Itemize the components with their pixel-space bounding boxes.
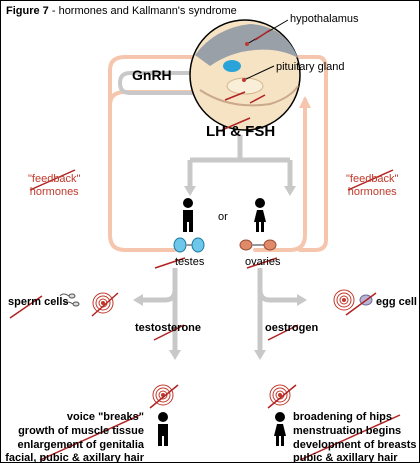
cross-egg [345,292,377,316]
cross-feedback-right [347,169,394,191]
lower-flows [140,268,300,352]
ovaries-graphic [239,239,277,251]
male-effect-item: facial, pubic & axillary hair [5,452,144,463]
target-female-effects [269,384,291,406]
cross-male-target [149,384,179,409]
caption-title: - hormones and Kallmann's syndrome [48,5,237,17]
feedback-path-right-outer [288,55,328,252]
cross-female-target [267,384,297,409]
pituitary-shape [223,60,241,72]
female-effects-list: broadening of hips menstruation begins d… [293,411,416,463]
feedback-right-line-2: hormones [347,185,397,198]
feedback-left-line-1: "feedback" [28,173,81,185]
label-crosses [9,169,401,461]
cross-testes [154,257,186,269]
cross-testosterone [153,324,185,341]
egg-cell-label: egg cell [376,296,417,308]
pituitary-dot [242,78,246,82]
testes-graphic [173,237,205,253]
cross-sperm-target [91,292,119,317]
feedback-arrowhead-right [299,96,311,108]
male-effects-list: voice "breaks" growth of muscle tissue e… [5,411,144,463]
arrowhead-sperm [133,294,143,306]
feedback-label-right: "feedback" hormones [346,173,398,198]
gnrh-label: GnRH [132,67,172,83]
female-effect-item: menstruation begins [293,424,402,437]
female-effect-item: pubic & axillary hair [293,452,398,463]
male-effect-item: enlargement of genitalia [17,438,144,451]
arrowhead-testes [184,186,196,196]
lh-fsh-cross [221,117,251,131]
gnrh-loop [117,71,212,95]
caption-figure-number: Figure 7 [6,5,49,17]
female-effect-item: development of breasts [293,438,417,451]
cross-oestrogen [267,324,299,341]
sperm-cells-graphic [59,293,80,307]
sperm-cells-label: sperm cells [8,296,69,308]
arrowhead-ovaries [284,186,296,196]
lh-fsh-label: LH & FSH [206,123,276,140]
male-effect-item: growth of muscle tissue [18,424,144,437]
cross-female-effects [299,414,401,461]
brain-fold [199,85,299,107]
gnrh-feedback-loop [108,55,202,107]
lh-fsh-flow [187,135,293,188]
hypothalamus-shape [226,77,264,95]
pituitary-pointer [243,65,275,81]
figure-caption: Figure 7 - hormones and Kallmann's syndr… [6,5,237,17]
male-effect-item: voice "breaks" [66,411,144,423]
hypothalamus-label: hypothalamus [290,13,359,25]
feedback-right-line-1: "feedback" [346,173,399,185]
cross-feedback-left [29,169,76,191]
target-male-effects [152,384,174,406]
target-egg [333,289,355,311]
cross-sperm [9,295,43,319]
arrowhead-male-effects [169,350,181,360]
female-figure-bottom [274,412,286,446]
target-sperm [92,292,114,314]
oestrogen-label: oestrogen [265,322,319,334]
cross-male-effects [39,414,141,461]
testes-label: testes [175,256,205,268]
brain-crosses [224,29,271,104]
feedback-left-line-2: hormones [29,185,79,198]
pituitary-label: pituitary gland [276,61,345,73]
feedback-loops [108,55,328,252]
feedback-path-left [108,90,217,252]
brain-illustration [189,19,301,131]
hypothalamus-dot [245,42,249,46]
female-figure-top [254,198,266,232]
female-effect-item: broadening of hips [293,411,392,423]
male-figure-bottom [158,412,168,446]
feedback-label-left: "feedback" hormones [28,173,80,198]
male-figure-top [183,198,193,232]
or-label: or [218,211,228,223]
ovaries-label: ovaries [245,256,281,268]
arrowhead-egg [297,294,307,306]
testosterone-label: testosterone [135,322,202,334]
cross-ovaries [246,257,278,269]
feedback-path-right [253,98,307,252]
arrowhead-female-effects [254,350,266,360]
